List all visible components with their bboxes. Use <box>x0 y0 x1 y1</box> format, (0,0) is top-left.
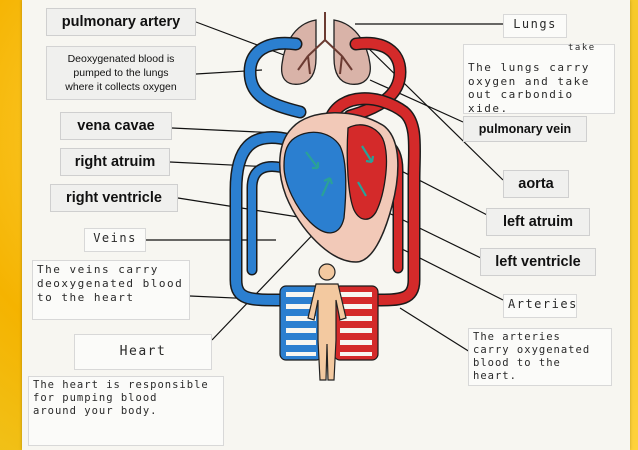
hand-note-arteries: The arteries carry oxygenated blood to t… <box>468 328 612 386</box>
hand-label-lungs: Lungs <box>503 14 567 38</box>
lungs-note-text: The lungs carry oxygen and take out carb… <box>468 61 590 115</box>
label-pulmonary-artery: pulmonary artery <box>46 8 196 36</box>
label-aorta: aorta <box>503 170 569 198</box>
label-vena-cavae: vena cavae <box>60 112 172 140</box>
hand-label-veins: Veins <box>84 228 146 252</box>
label-right-atrium: right atruim <box>60 148 170 176</box>
hand-note-veins: The veins carry deoxygenated blood to th… <box>32 260 190 320</box>
note-deoxygenated-blood: Deoxygenated blood is pumped to the lung… <box>46 46 196 100</box>
hand-note-heart: The heart is responsible for pumping blo… <box>28 376 224 446</box>
label-pulmonary-vein: pulmonary vein <box>463 116 587 142</box>
label-right-ventricle: right ventricle <box>50 184 178 212</box>
lungs-note-correction: take <box>568 43 596 54</box>
hand-label-arteries: Arteries <box>503 294 577 318</box>
label-left-atrium: left atruim <box>486 208 590 236</box>
heart-illustration <box>280 113 398 262</box>
hand-label-heart: Heart <box>74 334 212 370</box>
label-left-ventricle: left ventricle <box>480 248 596 276</box>
hand-note-lungs: The lungs carry oxygen and take out carb… <box>463 44 615 114</box>
